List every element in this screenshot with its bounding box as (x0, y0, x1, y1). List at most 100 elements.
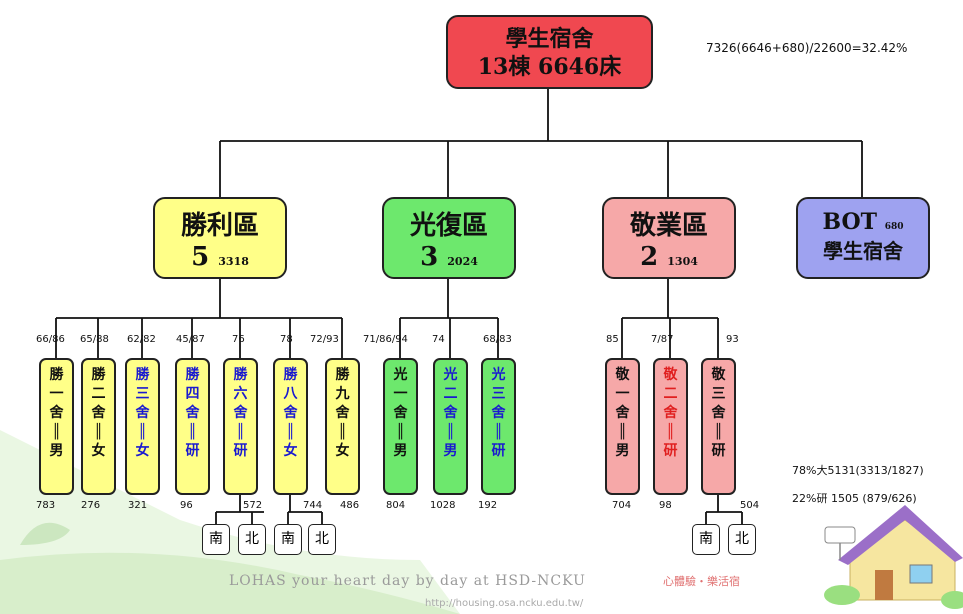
dorm-char: 舍 (491, 405, 506, 421)
dorm-char: 勝 (135, 367, 150, 383)
dorm-bottom-label: 783 (36, 500, 56, 511)
dorm-char: 舍 (185, 405, 200, 421)
dorm-bottom-label: 96 (180, 500, 193, 511)
dorm-char: ║ (138, 424, 147, 440)
dorm-node: 敬二舍║研 (653, 358, 688, 495)
dorm-char: 光 (393, 367, 408, 383)
ratio-note-grad: 22%研 1505 (879/626) (792, 492, 917, 505)
dorm-top-label: 85 (606, 334, 619, 345)
dorm-char: 舍 (443, 405, 458, 421)
dorm-char: 女 (135, 443, 150, 459)
dorm-char: 舍 (615, 405, 630, 421)
direction-south: 南 (692, 524, 720, 555)
dorm-char: 研 (711, 443, 726, 459)
direction-north: 北 (238, 524, 266, 555)
root-subtitle: 13棟 6646床 (477, 54, 622, 80)
zone-beds: 3318 (218, 255, 249, 268)
dorm-char: ║ (396, 424, 405, 440)
footer-url: http://housing.osa.ncku.edu.tw/ (425, 598, 584, 609)
zone-jingye: 敬業區 2 1304 (602, 197, 736, 279)
dorm-bottom-label: 486 (340, 500, 360, 511)
dorm-top-label: 78 (280, 334, 293, 345)
dorm-node: 勝四舍║研 (175, 358, 210, 495)
dorm-top-label: 65/88 (80, 334, 109, 345)
dorm-bottom-label: 572 (243, 500, 263, 511)
dorm-char: 舍 (711, 405, 726, 421)
dorm-char: ║ (286, 424, 295, 440)
dorm-char: 三 (135, 386, 150, 402)
dorm-node: 勝六舍║研 (223, 358, 258, 495)
dorm-node: 光一舍║男 (383, 358, 418, 495)
zone-name: BOT (822, 209, 878, 235)
dorm-top-label: 93 (726, 334, 739, 345)
dorm-char: 舍 (233, 405, 248, 421)
zone-beds: 2024 (447, 255, 478, 268)
dorm-bottom-label: 704 (612, 500, 632, 511)
dorm-char: ║ (714, 424, 723, 440)
dorm-char: 四 (185, 386, 200, 402)
dorm-char: 勝 (233, 367, 248, 383)
zone-count: 2 (640, 242, 659, 272)
dorm-top-label: 68/83 (483, 334, 512, 345)
dorm-bottom-label: 1028 (430, 500, 456, 511)
dorm-char: 研 (663, 443, 678, 459)
dorm-char: 三 (491, 386, 506, 402)
dorm-top-label: 74 (432, 334, 445, 345)
dorm-char: 男 (615, 443, 630, 459)
dorm-char: 二 (443, 386, 458, 402)
dorm-char: 二 (663, 386, 678, 402)
zone-sub: 學生宿舍 (823, 239, 903, 263)
direction-north: 北 (308, 524, 336, 555)
dorm-char: ║ (52, 424, 61, 440)
dorm-node: 勝一舍║男 (39, 358, 74, 495)
dorm-char: 女 (335, 443, 350, 459)
zone-count: 3 (420, 242, 439, 272)
zone-beds: 1304 (667, 255, 698, 268)
dorm-char: 敬 (711, 367, 726, 383)
ratio-note-undergrad: 78%大5131(3313/1827) (792, 464, 924, 477)
footer-slogan: LOHAS your heart day by day at HSD-NCKU (229, 573, 586, 589)
dorm-bottom-label: 504 (740, 500, 760, 511)
dorm-char: 舍 (91, 405, 106, 421)
dorm-char: 勝 (185, 367, 200, 383)
zone-count: 5 (191, 242, 210, 272)
dorm-char: 勝 (49, 367, 64, 383)
root-title: 學生宿舍 (505, 26, 594, 52)
dorm-char: ║ (338, 424, 347, 440)
dorm-char: 一 (615, 386, 630, 402)
dorm-node: 敬三舍 ║ 研 (701, 358, 736, 495)
dorm-char: 勝 (283, 367, 298, 383)
dorm-char: 研 (233, 443, 248, 459)
dorm-char: 三 (711, 386, 726, 402)
dorm-char: 二 (91, 386, 106, 402)
dorm-node: 勝八舍║女 (273, 358, 308, 495)
dorm-char: 男 (49, 443, 64, 459)
dorm-top-label: 66/86 (36, 334, 65, 345)
dorm-top-label: 71/86/94 (363, 334, 408, 345)
dorm-char: 光 (491, 367, 506, 383)
dorm-top-label: 45/87 (176, 334, 205, 345)
dorm-bottom-label: 276 (81, 500, 101, 511)
dorm-char: 勝 (335, 367, 350, 383)
dorm-char: 一 (49, 386, 64, 402)
dorm-char: 舍 (283, 405, 298, 421)
dorm-char: ║ (188, 424, 197, 440)
dorm-char: 舍 (393, 405, 408, 421)
zone-bot: BOT 680 學生宿舍 (796, 197, 930, 279)
dorm-char: ║ (446, 424, 455, 440)
dorm-top-label: 72/93 (310, 334, 339, 345)
direction-south: 南 (202, 524, 230, 555)
summary-note: 7326(6646+680)/22600=32.42% (706, 41, 908, 55)
dorm-node: 光二舍║男 (433, 358, 468, 495)
root-node: 學生宿舍 13棟 6646床 (446, 15, 653, 89)
dorm-char: ║ (494, 424, 503, 440)
zone-beds: 680 (884, 222, 904, 232)
dorm-char: 敬 (615, 367, 630, 383)
dorm-char: ║ (618, 424, 627, 440)
dorm-char: 女 (91, 443, 106, 459)
dorm-char: 敬 (663, 367, 678, 383)
dorm-char: 女 (283, 443, 298, 459)
dorm-node: 勝二舍║女 (81, 358, 116, 495)
